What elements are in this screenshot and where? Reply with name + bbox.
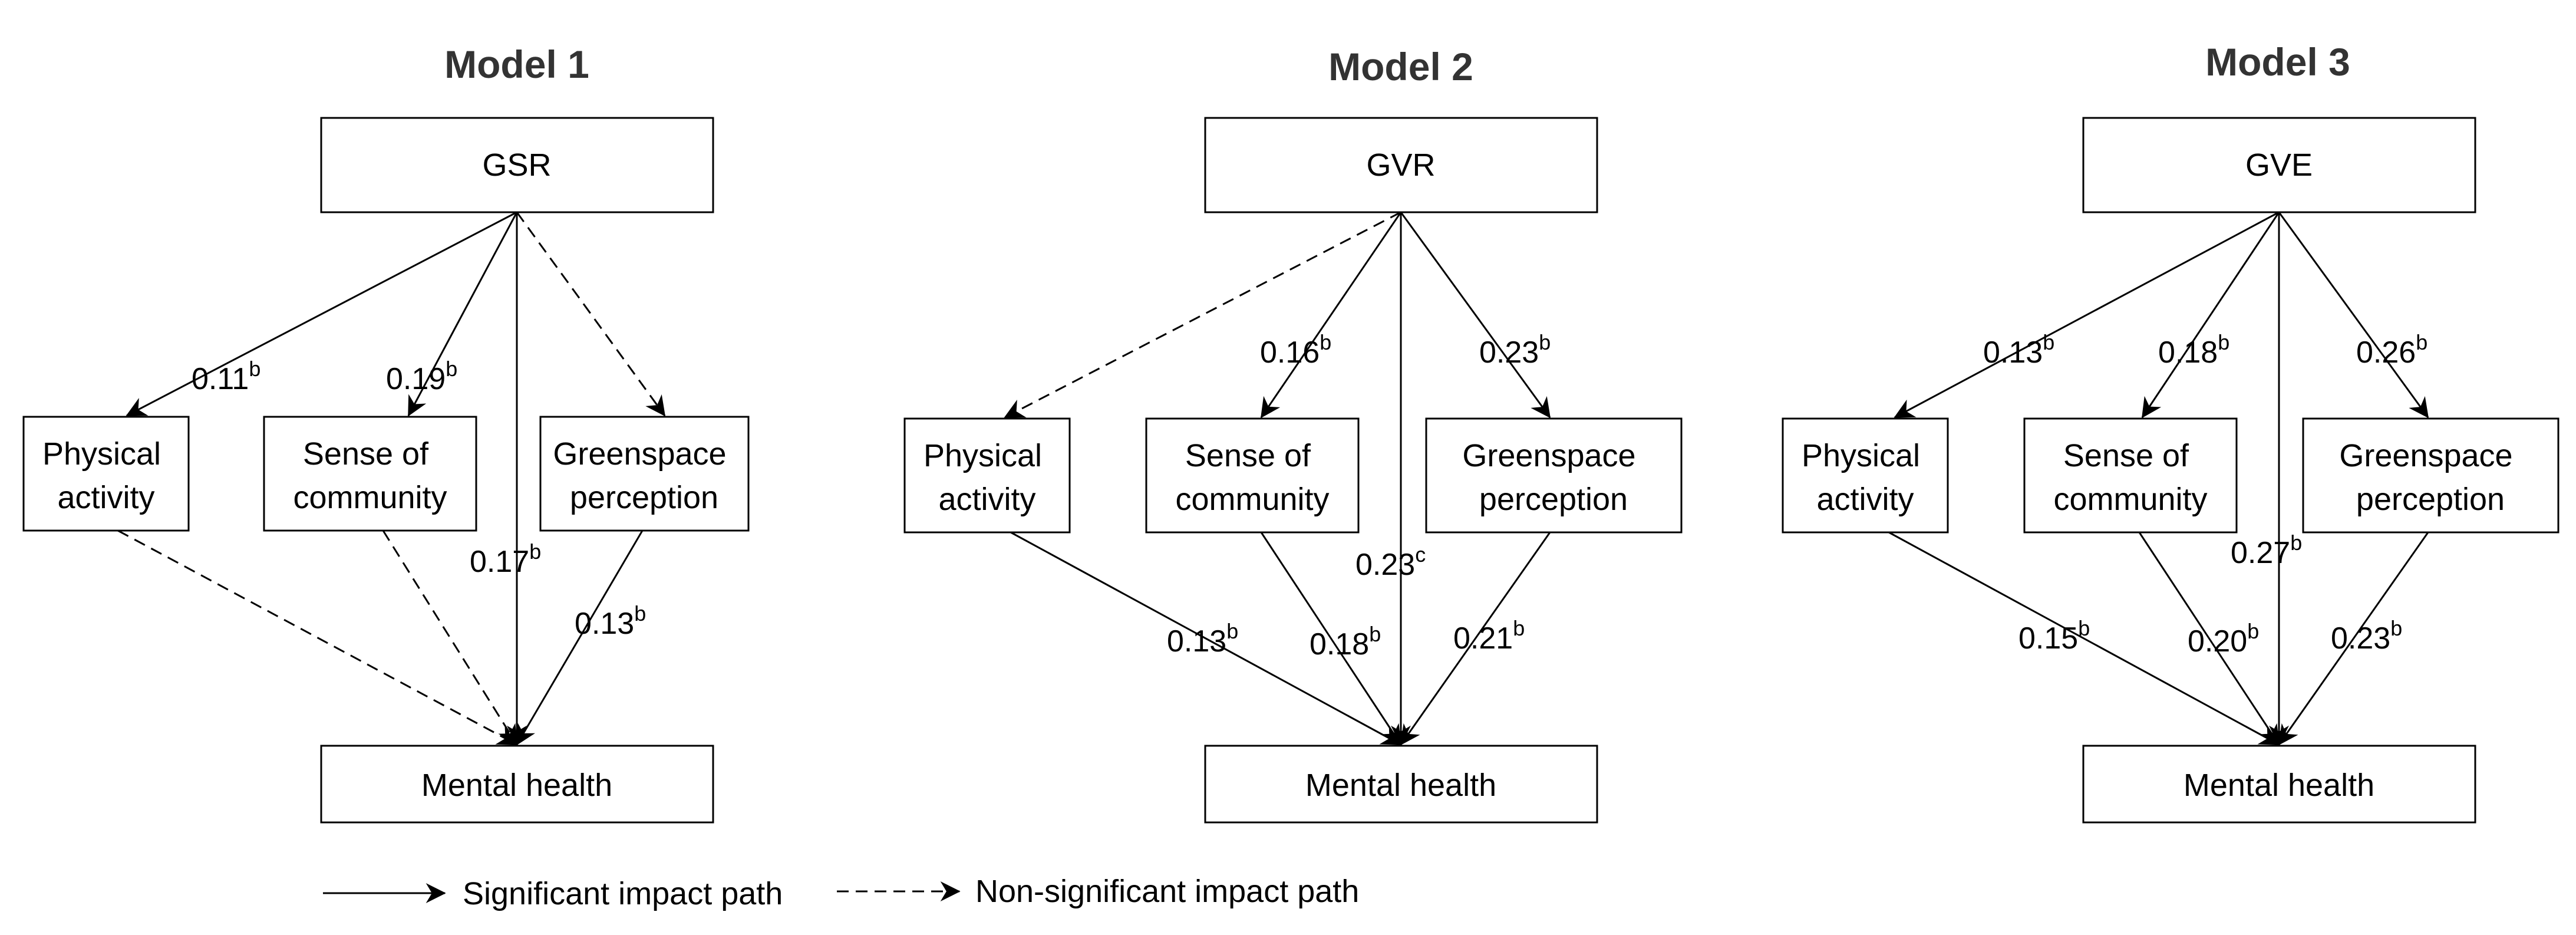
model-2-path-physical-mental xyxy=(1010,531,1402,746)
model-2-outcome-box xyxy=(1204,745,1598,824)
model-3-mediator-2-box xyxy=(2023,417,2238,534)
model-2-exposure-label: GVR xyxy=(1366,147,1435,183)
model-3-exposure-label: GVE xyxy=(2245,147,2313,183)
model-2-mediator-2-box xyxy=(1145,417,1360,534)
model-3-path-community-mental xyxy=(2138,532,2280,746)
model-2-path-community-mental xyxy=(1260,532,1402,746)
model-2-path-greenspace-mental xyxy=(1400,532,1551,746)
model-3-coef-greenspace-mental: 0.23b xyxy=(2331,616,2402,656)
model-2-mediator-3-label: Greenspace perception xyxy=(1462,438,1644,517)
model-2-coef-exposure-community: 0.16b xyxy=(1260,330,1331,370)
model-1-path-community-mental xyxy=(382,530,518,746)
legend-nonsignificant-label: Non-significant impact path xyxy=(975,874,1359,909)
model-3-path-physical-mental xyxy=(1888,531,2280,746)
model-2-coef-exposure-mental: 0.23c xyxy=(1355,542,1426,582)
model-3-coef-exposure-greenspace: 0.26b xyxy=(2356,330,2427,370)
model-3-outcome-label: Mental health xyxy=(2184,768,2374,803)
model-3-path-greenspace-mental xyxy=(2278,532,2429,746)
model-2-mediator-3-box xyxy=(1425,417,1683,534)
model-1-coef-exposure-mental: 0.17b xyxy=(470,539,541,579)
model-1-coef-greenspace-mental: 0.13b xyxy=(575,601,646,641)
model-1-title: Model 1 xyxy=(444,42,589,86)
legend-significant-label: Significant impact path xyxy=(463,876,783,911)
model-2-outcome-label: Mental health xyxy=(1305,768,1496,803)
model-2-path-exposure-community xyxy=(1260,212,1402,419)
model-1: Model 1 GSR Physical activity Sense of c… xyxy=(22,42,750,824)
model-2-mediator-1-label: Physical activity xyxy=(923,438,1051,517)
model-1-mediator-3-box xyxy=(539,416,750,532)
model-1-exposure-label: GSR xyxy=(482,147,551,183)
model-2-coef-community-mental: 0.18b xyxy=(1310,622,1381,661)
model-2-coef-exposure-greenspace: 0.23b xyxy=(1479,330,1551,370)
model-3-title: Model 3 xyxy=(2205,40,2350,84)
model-3-outcome-box xyxy=(2082,745,2476,824)
model-1-mediator-1-box xyxy=(22,416,190,532)
model-1-path-physical-mental xyxy=(117,529,518,746)
model-1-outcome-label: Mental health xyxy=(421,768,612,803)
model-1-exposure-box xyxy=(320,117,714,213)
model-2-mediator-2-label: Sense of community xyxy=(1175,438,1329,517)
model-3-mediator-3-box xyxy=(2302,417,2559,534)
model-3-path-exposure-community xyxy=(2141,212,2280,419)
model-2: Model 2 GVR Physical activity Sense of c… xyxy=(903,45,1683,824)
model-3-coef-exposure-physical: 0.13b xyxy=(1983,330,2054,370)
model-1-mediator-1-label: Physical activity xyxy=(42,436,170,515)
model-1-coef-exposure-physical: 0.11b xyxy=(192,357,260,396)
model-2-exposure-box xyxy=(1204,117,1598,213)
model-2-mediator-1-box xyxy=(903,417,1071,534)
model-1-mediator-2-label: Sense of community xyxy=(293,436,447,515)
model-1-path-exposure-community xyxy=(407,212,518,417)
legend: Significant impact path Non-significant … xyxy=(323,874,1359,911)
model-1-mediator-2-box xyxy=(263,416,477,532)
model-2-coef-greenspace-mental: 0.21b xyxy=(1453,616,1525,656)
model-3: Model 3 GVE Physical activity Sense of c… xyxy=(1782,40,2559,824)
model-2-path-exposure-greenspace xyxy=(1400,212,1551,419)
model-1-path-greenspace-mental xyxy=(516,530,644,746)
model-3-mediator-2-label: Sense of community xyxy=(2053,438,2207,517)
model-3-path-exposure-physical xyxy=(1894,211,2280,419)
model-3-coef-physical-mental: 0.15b xyxy=(2018,616,2090,656)
model-3-mediator-1-box xyxy=(1782,417,1949,534)
model-2-path-exposure-physical xyxy=(1004,211,1401,419)
model-1-outcome-box xyxy=(320,745,714,824)
model-3-mediator-1-label: Physical activity xyxy=(1802,438,1929,517)
model-2-title: Model 2 xyxy=(1328,45,1473,88)
model-3-coef-exposure-mental: 0.27b xyxy=(2231,531,2302,570)
model-1-coef-exposure-community: 0.19b xyxy=(386,357,457,396)
model-3-exposure-box xyxy=(2082,117,2476,213)
model-3-coef-exposure-community: 0.18b xyxy=(2158,330,2229,370)
model-3-coef-community-mental: 0.20b xyxy=(2188,619,2259,659)
model-1-path-exposure-greenspace xyxy=(516,212,666,417)
model-1-path-exposure-physical xyxy=(126,211,517,417)
model-3-path-exposure-greenspace xyxy=(2278,212,2429,419)
model-1-mediator-3-label: Greenspace perception xyxy=(553,436,735,515)
model-2-coef-physical-mental: 0.13b xyxy=(1167,619,1238,659)
model-3-mediator-3-label: Greenspace perception xyxy=(2339,438,2521,517)
